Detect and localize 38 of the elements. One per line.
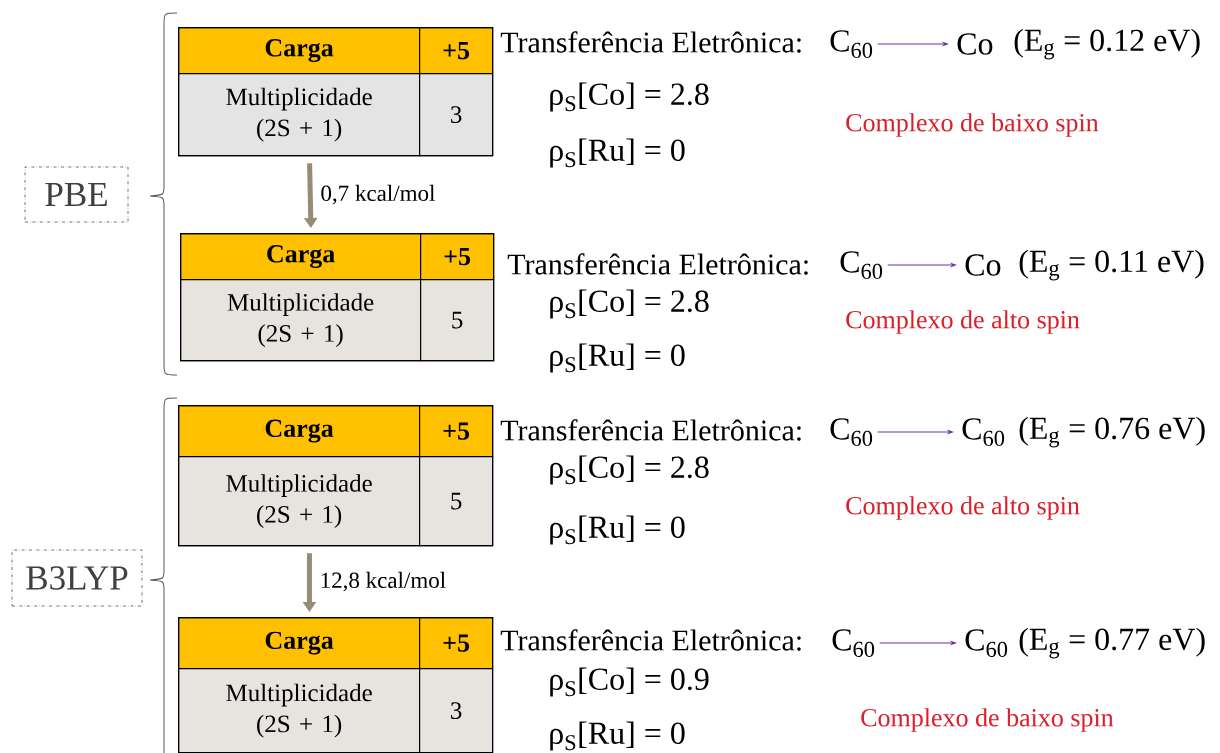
note-text: Complexo de baixo spin — [861, 708, 1114, 732]
header-cell: +5 — [419, 405, 494, 458]
formula-text: Transferência Eletrônica: — [500, 629, 801, 651]
species-label: C$_{60}$ — [840, 251, 883, 279]
species-label: C$_{60}$ — [965, 629, 1008, 657]
formula-text: (E$_{g}$ = 0.11 eV) — [1019, 249, 1204, 281]
table-cell: 5 — [419, 456, 494, 547]
note-text: Complexo de alto spin — [846, 310, 1080, 334]
header-cell: +5 — [419, 617, 494, 670]
species-label: C$_{60}$ — [830, 418, 873, 446]
method-box: PBE — [24, 166, 129, 223]
table-cell: 3 — [419, 668, 494, 753]
table-cell: 3 — [419, 73, 494, 157]
note-text: Complexo de baixo spin — [846, 113, 1099, 137]
edge-label: 12,8 kcal/mol — [318, 570, 448, 593]
note-text: Complexo de alto spin — [846, 496, 1080, 520]
formula-text: ρ$_{S}$[Co] = 2.8 — [550, 455, 709, 485]
formula-text: (E$_{g}$ = 0.77 eV) — [1019, 627, 1205, 659]
edge-label: 0,7 kcal/mol — [319, 183, 437, 206]
species-label: C$_{60}$ — [962, 418, 1005, 446]
species-label: Co — [965, 254, 1001, 276]
formula-text: (E$_{g}$ = 0.12 eV) — [1014, 28, 1200, 60]
formula-text: Transferência Eletrônica: — [500, 419, 801, 441]
formula-text: ρ$_{S}$[Co] = 2.8 — [550, 82, 709, 112]
species-label: Co — [957, 33, 993, 55]
header-cell: +5 — [419, 27, 494, 75]
formula-text: ρ$_{S}$[Co] = 2.8 — [550, 289, 709, 319]
species-label: C$_{60}$ — [830, 30, 873, 58]
formula-text: ρ$_{S}$[Ru] = 0 — [550, 138, 685, 168]
formula-text: ρ$_{S}$[Ru] = 0 — [550, 721, 685, 751]
formula-text: ρ$_{S}$[Co] = 0.9 — [550, 667, 709, 697]
header-cell: +5 — [420, 233, 495, 281]
formula-text: (E$_{g}$ = 0.76 eV) — [1019, 416, 1205, 448]
method-box: B3LYP — [11, 549, 143, 607]
formula-text: ρ$_{S}$[Ru] = 0 — [550, 515, 685, 545]
table-cell: 5 — [420, 279, 495, 362]
species-label: C$_{60}$ — [832, 629, 875, 657]
formula-text: ρ$_{S}$[Ru] = 0 — [550, 343, 685, 373]
